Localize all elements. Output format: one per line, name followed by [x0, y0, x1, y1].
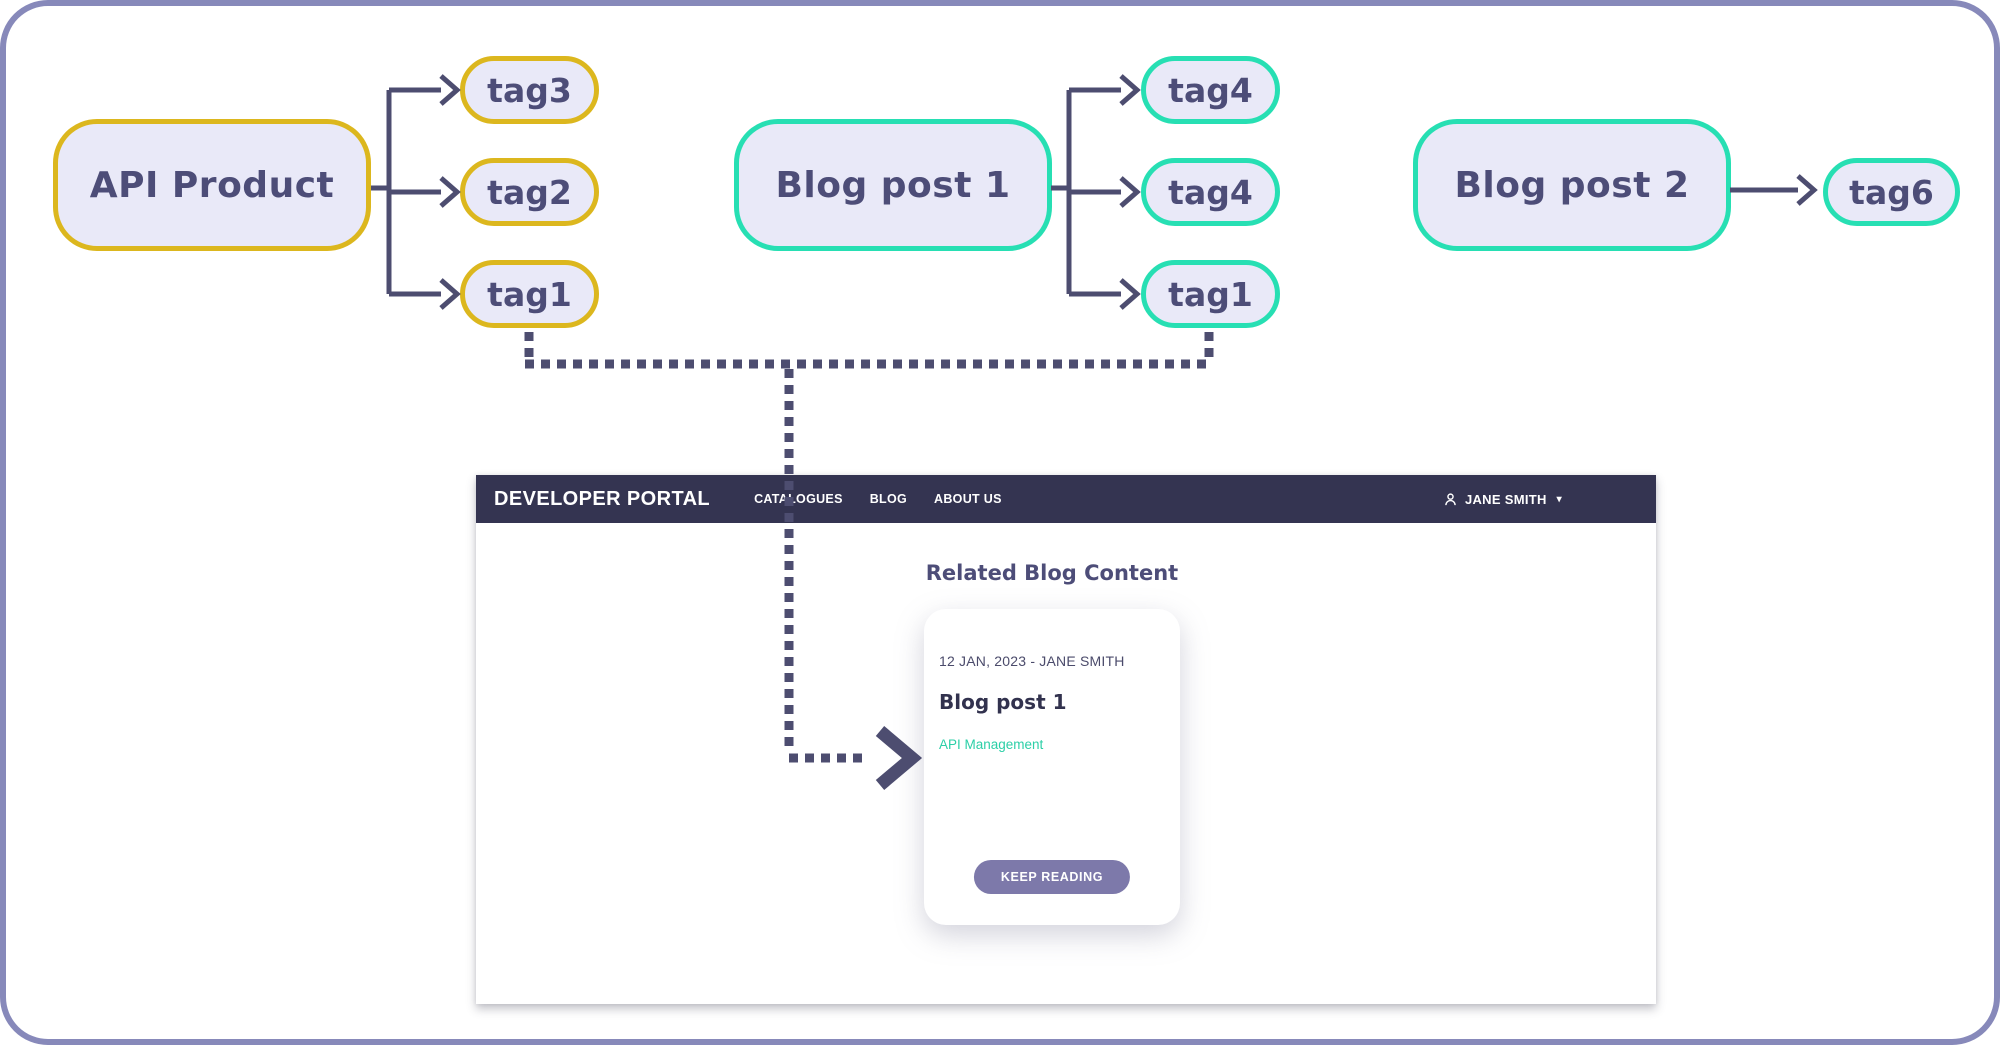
chevron-down-icon: ▾ — [1556, 493, 1562, 505]
tag-pill: tag6 — [1823, 158, 1960, 226]
node-api-product: API Product — [53, 119, 371, 251]
user-icon — [1442, 491, 1459, 508]
blog-card-tag-link[interactable]: API Management — [939, 737, 1044, 752]
developer-portal-window: DEVELOPER PORTAL CATALOGUES BLOG ABOUT U… — [476, 475, 1656, 1004]
tag-pill: tag2 — [460, 158, 599, 226]
blog-card-meta: 12 JAN, 2023 - JANE SMITH — [939, 653, 1125, 669]
keep-reading-button[interactable]: KEEP READING — [973, 860, 1131, 894]
user-name: JANE SMITH — [1464, 491, 1547, 507]
portal-nav: CATALOGUES BLOG ABOUT US — [754, 492, 1002, 506]
section-title: Related Blog Content — [925, 561, 1179, 585]
node-blog-post-2: Blog post 2 — [1413, 119, 1731, 251]
tag-pill: tag1 — [1141, 260, 1280, 328]
blog-card-title: Blog post 1 — [939, 690, 1067, 714]
tag-pill: tag4 — [1141, 158, 1280, 226]
nav-item-catalogues[interactable]: CATALOGUES — [754, 492, 843, 506]
nav-item-blog[interactable]: BLOG — [869, 492, 908, 506]
portal-navbar: DEVELOPER PORTAL CATALOGUES BLOG ABOUT U… — [476, 475, 1656, 523]
nav-item-about-us[interactable]: ABOUT US — [934, 492, 1002, 506]
tag-pill: tag4 — [1141, 56, 1280, 124]
blog-card[interactable]: 12 JAN, 2023 - JANE SMITH Blog post 1 AP… — [924, 609, 1180, 925]
tag-pill: tag3 — [460, 56, 599, 124]
node-blog-post-1: Blog post 1 — [734, 119, 1052, 251]
portal-brand[interactable]: DEVELOPER PORTAL — [494, 487, 711, 510]
tag-pill: tag1 — [460, 260, 599, 328]
user-menu[interactable]: JANE SMITH ▾ — [1442, 491, 1562, 508]
